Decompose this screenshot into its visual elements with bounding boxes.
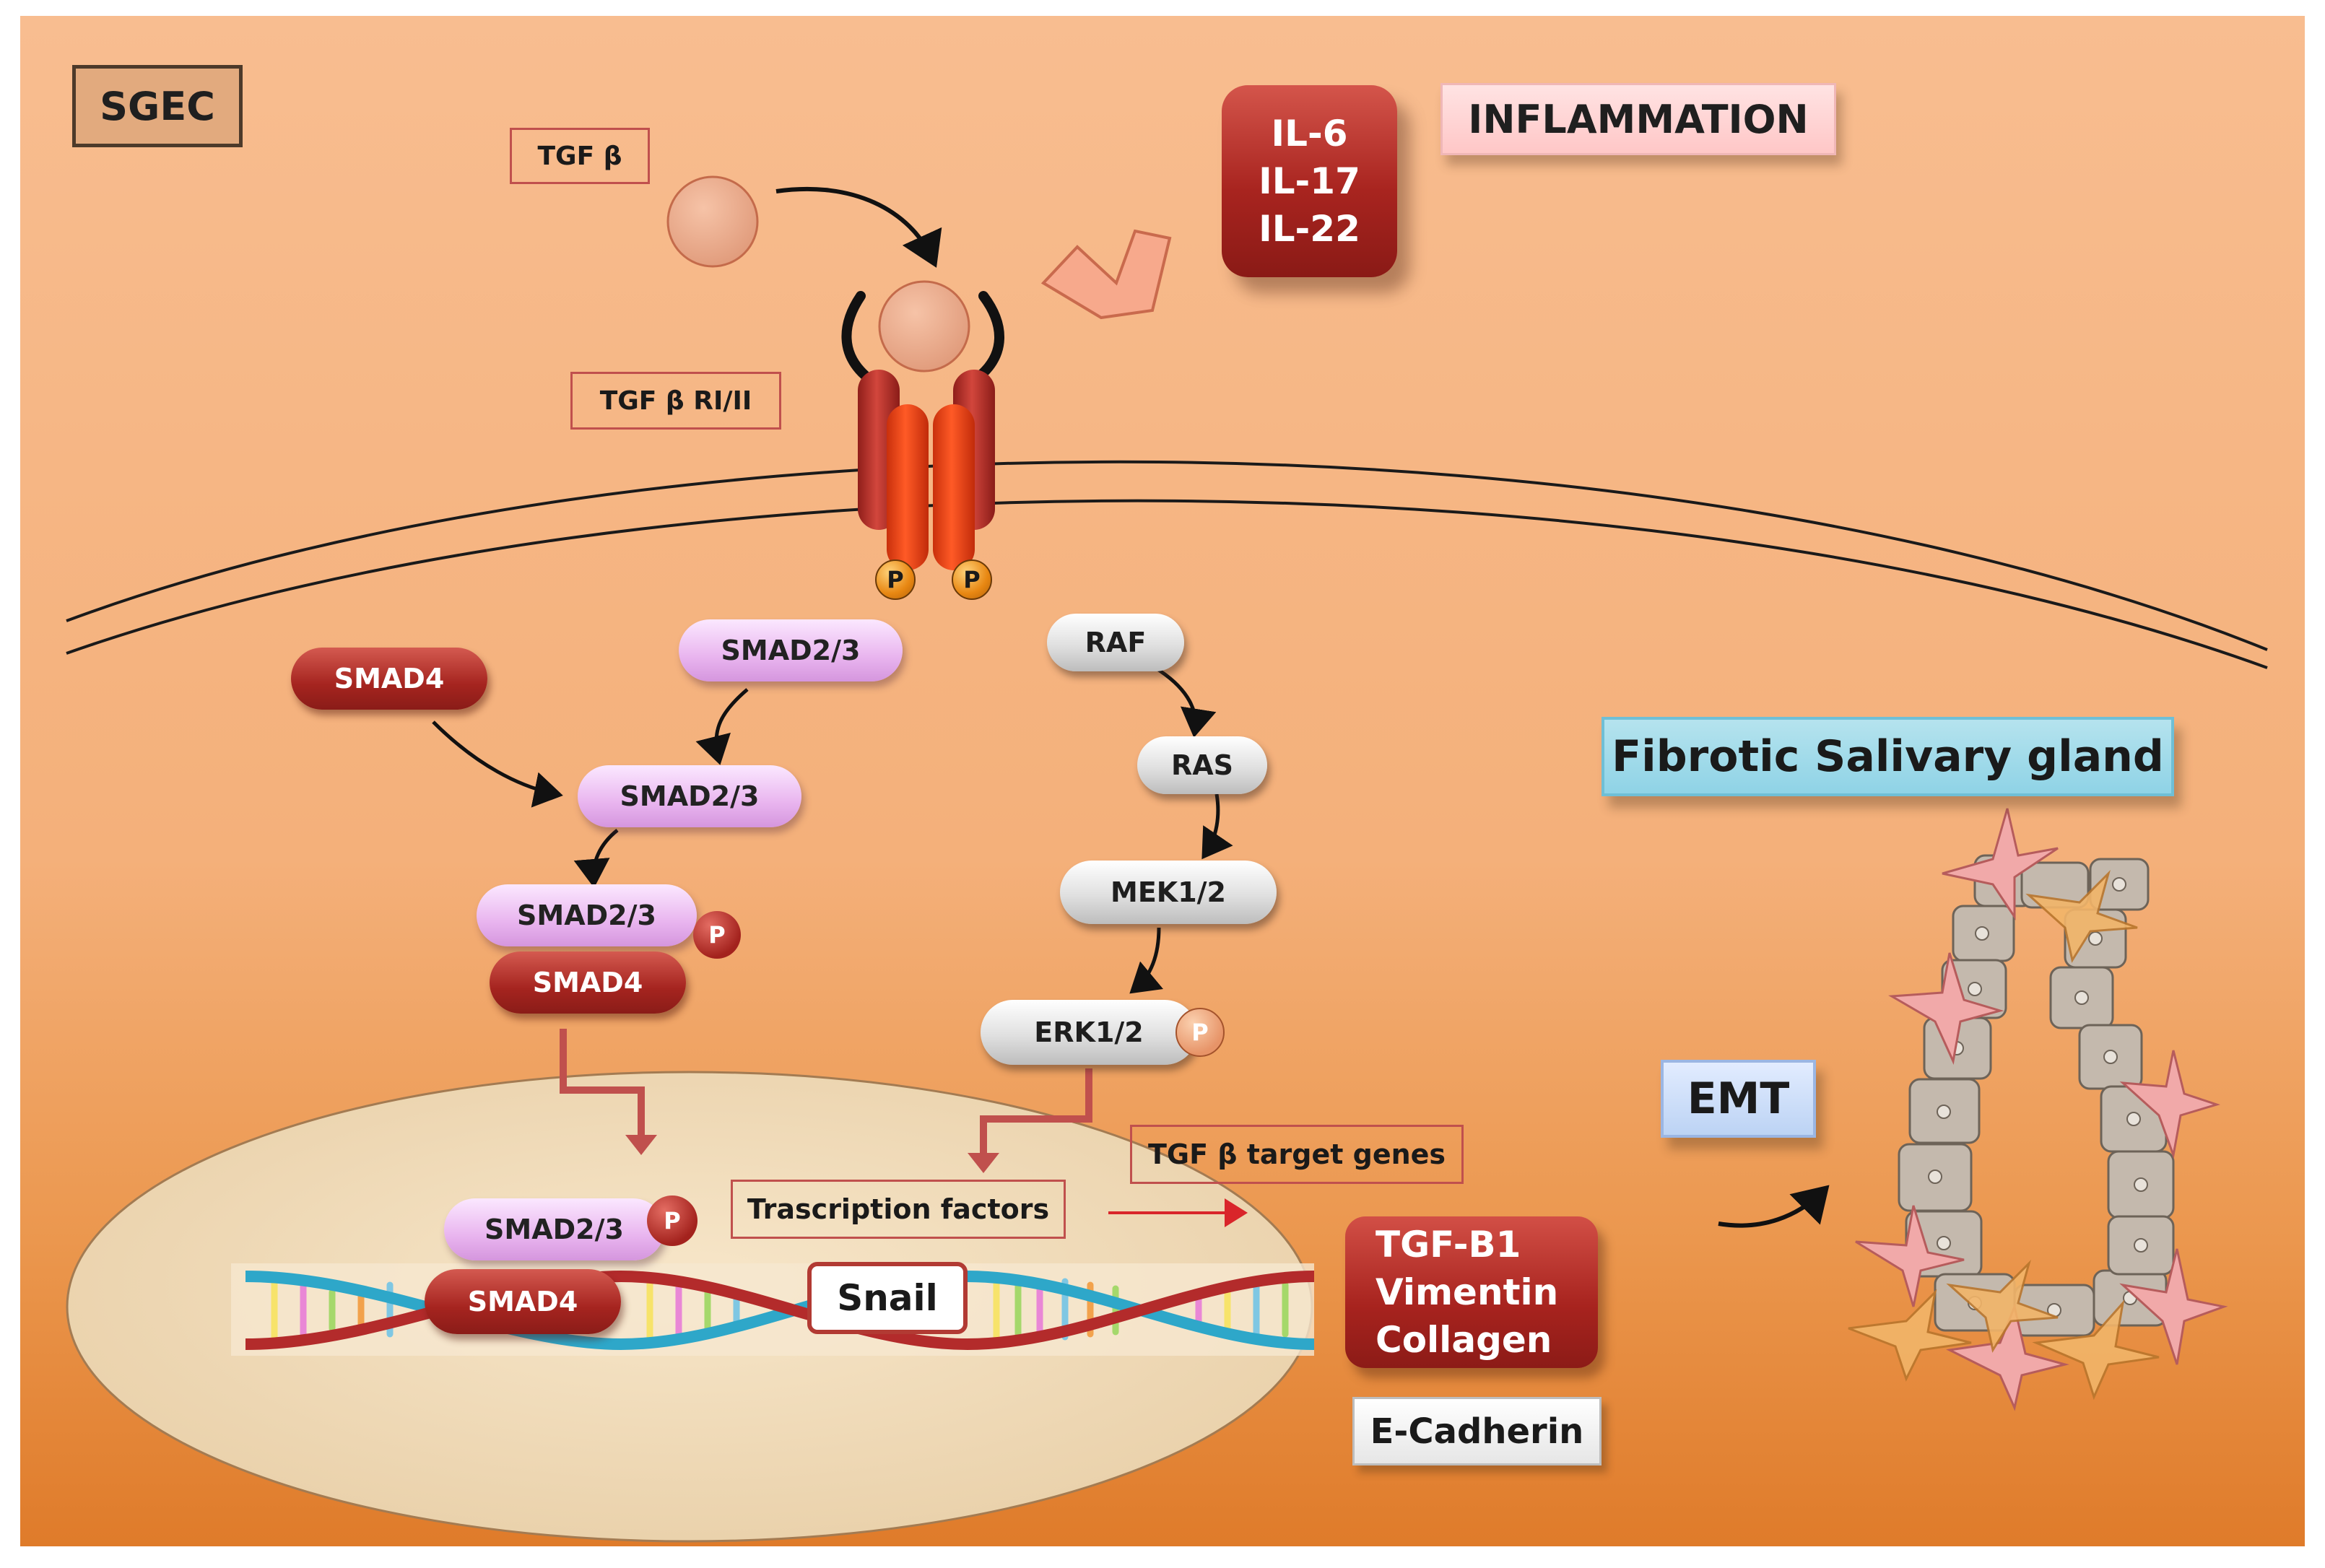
arrow-smad-to-nucleus-head — [625, 1135, 657, 1155]
smad23-nucleus: SMAD2/3 — [444, 1198, 664, 1260]
membrane-outer — [66, 460, 2268, 651]
arrow-ras-to-mek — [1201, 793, 1233, 860]
smad4-cytoplasm: SMAD4 — [291, 648, 487, 710]
cytokine-il6: IL-6 — [1271, 113, 1348, 154]
smad23-cytoplasm: SMAD2/3 — [679, 619, 903, 681]
tgfb-label: TGF β — [510, 128, 650, 184]
mek-node: MEK1/2 — [1060, 861, 1277, 924]
target-genes-label: TGF β target genes — [1130, 1125, 1464, 1184]
snail-box: Snail — [807, 1262, 968, 1334]
arrow-smad-to-nucleus — [560, 1029, 645, 1137]
phospho-smad23-nucleus: P — [647, 1195, 698, 1246]
fibrotic-gland-illustration — [1848, 808, 2228, 1411]
ras-node: RAS — [1137, 736, 1267, 794]
transcription-factors-label: Trascription factors — [731, 1180, 1066, 1239]
inflammation-label: INFLAMMATION — [1440, 83, 1836, 155]
gene-collagen: Collagen — [1376, 1319, 1552, 1361]
emt-arrow — [1718, 1185, 1830, 1228]
inflammation-arrow — [1040, 229, 1172, 320]
tgfb-receptor — [841, 280, 1004, 570]
fibrotic-gland-label: Fibrotic Salivary gland — [1602, 717, 2174, 796]
arrow-smad4-to-complex — [432, 720, 563, 808]
membrane-inner — [66, 499, 2268, 669]
emt-label: EMT — [1661, 1060, 1816, 1138]
arrow-complex-to-phospho — [573, 829, 619, 888]
arrow-erk-to-nucleus-head — [968, 1153, 999, 1173]
ecadherin-label: E-Cadherin — [1352, 1397, 1602, 1465]
gene-vimentin: Vimentin — [1376, 1271, 1559, 1313]
cytokine-il22: IL-22 — [1259, 208, 1360, 250]
phospho-receptor-1: P — [875, 559, 916, 600]
phospho-erk: P — [1175, 1008, 1225, 1057]
gene-tgfb1: TGF-B1 — [1376, 1224, 1521, 1266]
arrow-smad23-to-complex — [695, 688, 749, 765]
smad4-nucleus: SMAD4 — [425, 1269, 621, 1334]
smad23-phospho: SMAD2/3 — [477, 884, 697, 946]
arrow-mek-to-erk — [1129, 927, 1164, 994]
smad23-complex: SMAD2/3 — [578, 765, 801, 827]
erk-node: ERK1/2 — [981, 1000, 1197, 1065]
cytokines-box: IL-6 IL-17 IL-22 — [1222, 85, 1397, 277]
raf-node: RAF — [1047, 614, 1184, 671]
tgfb-ligand — [666, 175, 759, 268]
tgfb-receptor-label: TGF β RI/II — [570, 372, 781, 430]
phospho-smad23: P — [693, 911, 741, 959]
sgec-label: SGEC — [72, 65, 243, 147]
gene-products-box: TGF-B1 Vimentin Collagen — [1345, 1216, 1598, 1368]
phospho-receptor-2: P — [952, 559, 992, 600]
ligand-arrow — [775, 186, 942, 268]
arrow-erk-to-nucleus — [980, 1068, 1092, 1155]
dna-helix — [231, 1263, 1315, 1356]
cytokine-il17: IL-17 — [1259, 160, 1360, 202]
smad4-phospho-complex: SMAD4 — [490, 951, 686, 1014]
arrow-raf-to-ras — [1154, 666, 1217, 738]
